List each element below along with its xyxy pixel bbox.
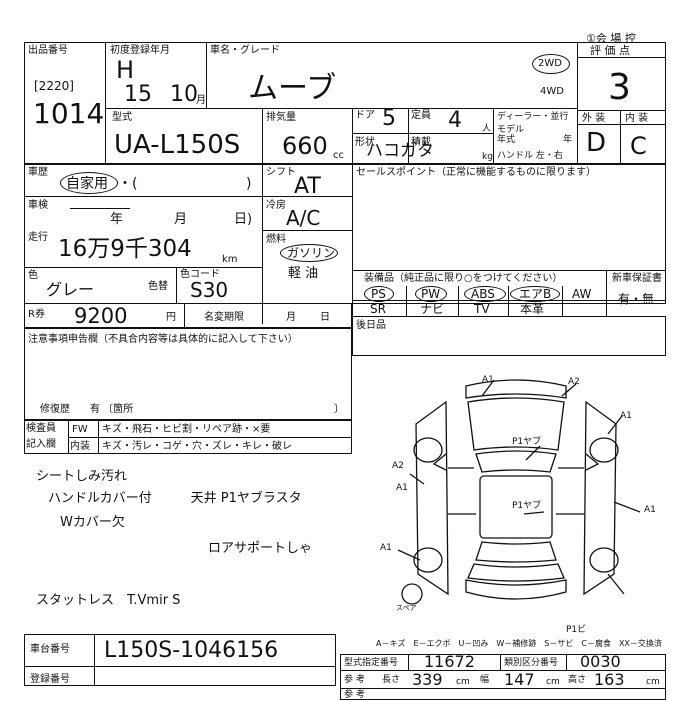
notes-label: 注意事項申告欄（不具合内容等は具体的に記入して下さい） bbox=[28, 334, 298, 345]
color-code: S30 bbox=[190, 278, 229, 302]
color-change-label: 色替 bbox=[148, 281, 168, 292]
hw-note-3: Wカバー欠 bbox=[60, 515, 125, 530]
warranty-label: 新車保証書 bbox=[612, 273, 662, 284]
equip-navi: ナビ bbox=[420, 302, 445, 316]
equip-ps: PS bbox=[371, 287, 386, 301]
warranty-value: 有・無 bbox=[618, 292, 655, 306]
lot-number-label: 出品番号 bbox=[28, 45, 68, 56]
shape-label: 形状 bbox=[355, 137, 375, 148]
first-registration-label: 初度登録年月 bbox=[110, 45, 170, 56]
equip-airbag: エアB bbox=[519, 287, 552, 301]
name-grade-label: 車名・グレード bbox=[210, 45, 280, 56]
interior-score: C bbox=[630, 132, 647, 160]
diagram-mark: A1 bbox=[380, 543, 392, 553]
type-number: 11672 bbox=[424, 652, 475, 671]
doors-value: 5 bbox=[382, 106, 396, 131]
drive-4wd: 4WD bbox=[540, 86, 564, 97]
load-label: 積載 bbox=[411, 137, 431, 148]
ac-value: A/C bbox=[286, 206, 321, 230]
diagram-mark: A2 bbox=[392, 461, 404, 471]
equip-leather: 本革 bbox=[520, 302, 545, 316]
chassis-number: L150S-1046156 bbox=[104, 638, 279, 663]
hw-note-2: ハンドルカバー付 天井 P1ヤブラスタ bbox=[48, 491, 302, 506]
notes-block bbox=[24, 328, 352, 420]
diagram-mark: P1ビ bbox=[566, 624, 586, 635]
diagram-mark: A2 bbox=[568, 377, 580, 387]
color-value: グレー bbox=[46, 280, 95, 299]
chassis-block bbox=[24, 634, 336, 686]
model-value: UA-L150S bbox=[114, 130, 241, 160]
diagram-mark: P1ヤブ bbox=[512, 435, 541, 447]
class-number: 0030 bbox=[580, 652, 621, 671]
capacity-label: 定員 bbox=[411, 110, 431, 121]
color-code-label: 色コード bbox=[180, 269, 220, 280]
drive-2wd: 2WD bbox=[538, 58, 562, 69]
color-label: 色 bbox=[28, 270, 38, 281]
capacity-value: 4 bbox=[448, 108, 462, 133]
damage-legend: A－キズ E－エクボ U－凹み W－補修跡 S－サビ C－腐食 XX－交換済 bbox=[376, 639, 662, 648]
width-value: 147 bbox=[504, 670, 535, 689]
fuel-label: 燃料 bbox=[266, 234, 286, 245]
hw-note-1: シートしみ汚れ bbox=[36, 469, 128, 484]
score-label: 評 価 点 bbox=[590, 44, 630, 57]
diagram-mark: A1 bbox=[396, 483, 408, 493]
displacement-value: 660 bbox=[282, 132, 328, 160]
copy-label: ①会 場 控 bbox=[586, 32, 636, 45]
diagram-mark: スペア bbox=[396, 604, 417, 612]
length-value: 339 bbox=[412, 670, 443, 689]
fuel-diesel: 軽 油 bbox=[288, 266, 319, 281]
displacement-label: 排気量 bbox=[266, 112, 296, 123]
repair-history: 修復歴 有 〔箇所 bbox=[40, 404, 134, 415]
ac-label: 冷房 bbox=[266, 200, 286, 211]
middle-block bbox=[24, 164, 666, 304]
doors-label: ドア bbox=[355, 110, 375, 121]
equip-pw: PW bbox=[421, 287, 441, 301]
equipment-label: 装備品（純正品に限り○をつけてください） bbox=[364, 273, 563, 284]
lot-number: 1014 bbox=[33, 97, 105, 130]
shape-value: ハコガタ bbox=[366, 141, 434, 161]
fuel-gasoline: ガソリン bbox=[287, 246, 336, 260]
equip-sr: SR bbox=[370, 302, 386, 316]
mileage-label: 走行 bbox=[28, 232, 48, 243]
exterior-score: D bbox=[586, 128, 607, 158]
height-value: 163 bbox=[594, 670, 625, 689]
inspection-label: 車検 bbox=[28, 200, 48, 211]
shift-label: シフト bbox=[266, 167, 296, 178]
reg-year: 15 bbox=[124, 82, 152, 107]
model-label: 型式 bbox=[112, 112, 132, 123]
score-value: 3 bbox=[608, 67, 631, 108]
lot-code: [2220] bbox=[34, 79, 74, 93]
chassis-label: 車台番号 bbox=[30, 644, 70, 655]
registration-label: 登録番号 bbox=[30, 674, 70, 685]
hw-note-4: ロアサポートしゃ bbox=[208, 541, 313, 556]
equip-tv: TV bbox=[474, 302, 490, 316]
mileage-value: 16万9千304 bbox=[58, 236, 192, 262]
recycle-value: 9200 bbox=[74, 304, 128, 328]
era: H bbox=[116, 56, 135, 84]
usage-label: 車歴 bbox=[28, 167, 48, 178]
diagram-mark: A1 bbox=[620, 411, 632, 421]
equip-aw: AW bbox=[572, 287, 592, 301]
top-info-block bbox=[24, 42, 666, 164]
usage-value: 自家用 bbox=[66, 176, 108, 192]
hw-note-5: スタットレス T.Vmir S bbox=[36, 593, 181, 608]
interior-label: 内 装 bbox=[625, 113, 649, 124]
retrofit-label: 後日品 bbox=[356, 320, 386, 331]
reg-month: 10 bbox=[170, 82, 198, 107]
car-damage-diagram: A1 A2 A1 P1ヤブ A2 A1 P1ヤブ A1 A1 スペア P1ビ bbox=[380, 375, 656, 635]
exterior-label: 外 装 bbox=[582, 113, 606, 124]
sales-point-label: セールスポイント（正常に機能するものに限ります） bbox=[356, 167, 596, 178]
equip-abs: ABS bbox=[471, 287, 495, 301]
diagram-mark: P1ヤブ bbox=[512, 499, 541, 511]
name-change-label: 名変期限 bbox=[204, 312, 244, 323]
car-name: ムーブ bbox=[248, 71, 337, 106]
diagram-mark: A1 bbox=[644, 505, 656, 515]
diagram-mark: A1 bbox=[482, 375, 494, 385]
recycle-label: R券 bbox=[28, 309, 45, 320]
shift-value: AT bbox=[294, 174, 321, 199]
